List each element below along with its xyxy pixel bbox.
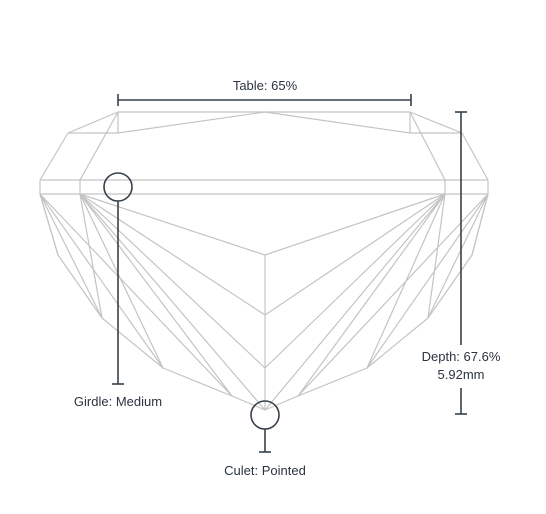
culet-label: Culet: Pointed [224, 463, 306, 478]
girdle-callout: Girdle: Medium [74, 172, 162, 409]
depth-label-percent: Depth: 67.6% [422, 349, 501, 364]
table-measure: Table: 65% [117, 78, 412, 106]
girdle-band [39, 179, 489, 195]
girdle-marker-circle [103, 172, 133, 202]
girdle-label: Girdle: Medium [74, 394, 162, 409]
crown-star-facets [68, 111, 462, 134]
pavilion-right-facets [264, 193, 489, 411]
depth-measure: Depth: 67.6% 5.92mm [422, 111, 501, 415]
pavilion-left-facets [39, 193, 266, 411]
table-label: Table: 65% [233, 78, 298, 93]
depth-label-mm: 5.92mm [438, 367, 485, 382]
diamond-outline [39, 111, 489, 411]
crown-outline [39, 111, 489, 181]
table-edge [79, 111, 446, 181]
culet-marker-circle [250, 400, 280, 430]
culet-callout: Culet: Pointed [224, 400, 306, 478]
pavilion-main-facets [79, 193, 446, 410]
